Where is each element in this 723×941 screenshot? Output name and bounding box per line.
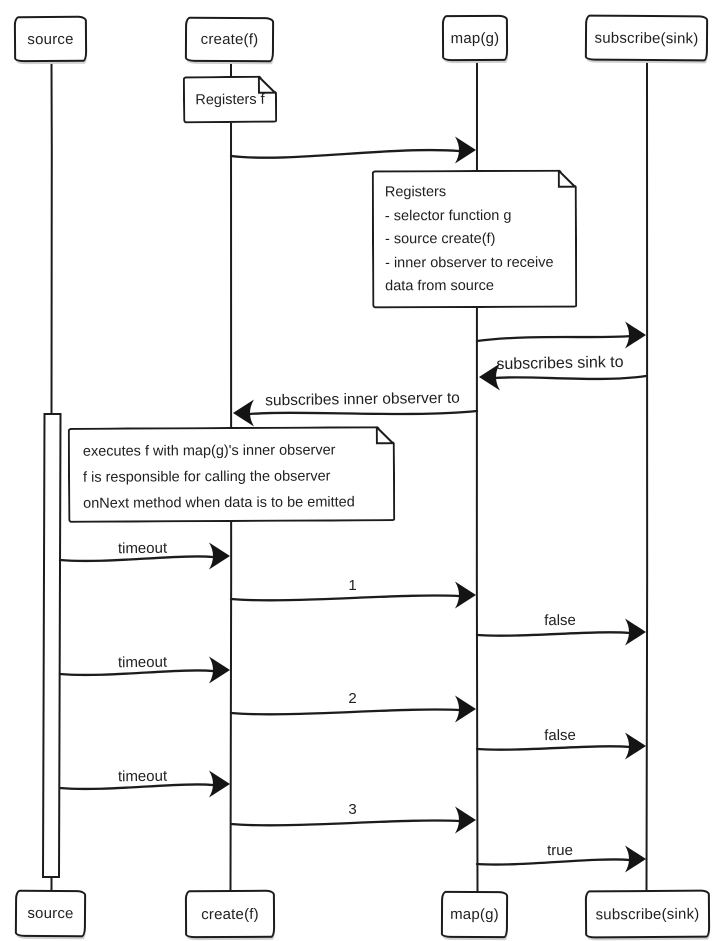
arrow-true-line — [475, 858, 632, 866]
arrow-subscribes-sink-line — [493, 374, 648, 381]
actor-label: map(g) — [450, 29, 500, 47]
note-text: - selector function g — [384, 207, 512, 224]
folded-corner-icon — [376, 426, 395, 445]
arrowhead — [455, 136, 476, 164]
note-text: Registers — [384, 184, 447, 201]
arrow-value-3-line — [229, 819, 461, 827]
arrow-false-2-line — [475, 745, 632, 751]
actor-label: source — [27, 30, 74, 48]
actor-label: create(f) — [200, 30, 259, 49]
message-label-subscribes-inner: subscribes inner observer to — [265, 389, 460, 410]
actor-label: subscribe(sink) — [594, 29, 699, 47]
note-text: Registers f — [195, 91, 265, 108]
actor-subscribe-top: subscribe(sink) — [584, 14, 709, 62]
message-label-timeout-3: timeout — [117, 767, 168, 786]
arrow-timeout-3-line — [58, 783, 215, 791]
arrow-value-2-line — [229, 708, 461, 716]
source-lifeline — [50, 61, 53, 415]
note-map-registers: Registers - selector function g - source… — [372, 170, 577, 309]
actor-label: subscribe(sink) — [595, 905, 700, 923]
arrow-subscribes-inner-line — [248, 409, 479, 416]
arrow-timeout-1-line — [58, 555, 215, 563]
arrowhead — [455, 581, 476, 609]
arrowhead — [209, 656, 230, 684]
actor-source-bottom: source — [14, 889, 87, 938]
note-text: executes f with map(g)'s inner observer — [82, 442, 336, 460]
message-label-value-2: 2 — [348, 690, 357, 707]
message-label-false-2: false — [544, 726, 576, 745]
folded-corner-icon — [258, 76, 277, 95]
message-label-true: true — [546, 841, 574, 860]
arrow-subscribe-forward-line — [475, 334, 633, 343]
arrowhead — [209, 770, 230, 798]
note-text: data from source — [385, 277, 495, 295]
actor-subscribe-bottom: subscribe(sink) — [584, 889, 711, 939]
arrowhead — [625, 618, 646, 646]
actor-source-top: source — [13, 15, 88, 63]
message-label-timeout-1: timeout — [117, 539, 168, 558]
arrowhead — [455, 695, 476, 723]
arrowhead — [625, 732, 646, 760]
actor-label: source — [27, 904, 74, 923]
actor-label: create(f) — [201, 905, 259, 923]
arrowhead — [625, 845, 646, 873]
actor-create-bottom: create(f) — [184, 889, 276, 939]
message-label-value-1: 1 — [348, 577, 357, 594]
source-activation-bar — [41, 413, 62, 878]
map-lifeline — [475, 60, 479, 892]
note-registers-f: Registers f — [183, 76, 277, 124]
folded-corner-icon — [558, 170, 577, 189]
arrowhead — [625, 321, 646, 349]
arrow-timeout-2-line — [58, 669, 215, 677]
subscribe-lifeline — [645, 60, 649, 891]
note-text: - source create(f) — [384, 230, 496, 248]
arrowhead — [479, 363, 500, 391]
note-text: onNext method when data is to be emitted — [83, 494, 355, 512]
arrow-value-1-line — [229, 594, 461, 602]
actor-map-top: map(g) — [441, 14, 509, 62]
actor-label: map(g) — [450, 905, 499, 924]
actor-create-top: create(f) — [184, 16, 275, 63]
message-label-value-3: 3 — [348, 801, 357, 818]
arrow-false-1-line — [475, 631, 632, 637]
arrowhead — [233, 399, 254, 427]
arrow-register-g-line — [229, 148, 461, 159]
message-label-subscribes-sink: subscribes sink to — [496, 353, 624, 374]
arrowhead — [455, 806, 476, 834]
note-executes-f: executes f with map(g)'s inner observer … — [68, 426, 395, 523]
note-text: - inner observer to receive — [385, 254, 554, 271]
message-label-false-1: false — [544, 611, 576, 630]
arrowhead — [209, 542, 230, 570]
actor-map-bottom: map(g) — [440, 890, 509, 939]
message-label-timeout-2: timeout — [117, 653, 168, 672]
note-text: f is responsible for calling the observe… — [82, 468, 331, 486]
